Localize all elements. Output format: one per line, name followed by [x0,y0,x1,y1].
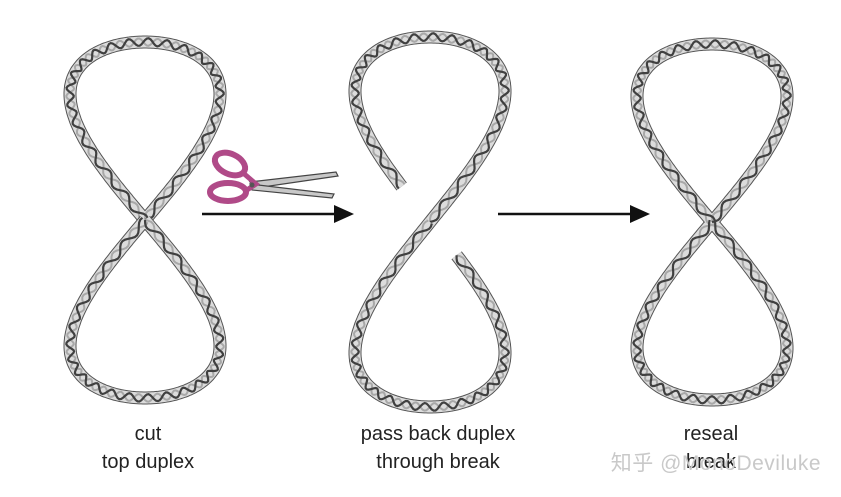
dna-strand-dark [65,216,225,403]
dna-strand-dark [350,223,510,412]
dna-strand-dark [350,32,510,224]
dna-duplex-segment [348,30,512,227]
step-label-line2: break [685,451,737,473]
watermark-text: 知乎 @MonoDeviluke [610,452,821,475]
step-label-line2: top duplex [101,451,195,473]
dna-strand-light [350,219,510,412]
step-label-line1: pass back duplex [360,423,516,445]
step-label-line1: cut [134,423,162,445]
step-label-cut: cut top duplex [28,420,268,476]
dna-duplex-segment [348,217,512,414]
dna-duplex-segment [63,215,227,405]
duplex-outline [348,217,512,414]
duplex-fill [64,216,226,404]
dna-strand-dark [65,37,225,222]
arrow-right-icon [202,205,354,223]
dna-strand-light [65,219,225,403]
duplex-outline [63,215,227,405]
duplex-fill [349,218,511,413]
duplex-outline [348,30,512,227]
dna-strand-light [65,37,225,223]
dna-strand-light [350,32,510,223]
figure-eight-resealed [630,37,794,407]
figure-eight-passed-through [348,30,512,414]
duplex-outline [63,35,227,225]
figure-eight-intact [63,35,227,405]
arrow-right-icon [498,205,650,223]
dna-duplex-segment [630,37,794,407]
duplex-fill [349,31,511,226]
duplex-fill [64,36,226,224]
step-label-line1: reseal [683,423,739,445]
step-label-reseal: reseal break [591,420,831,476]
step-label-pass-back: pass back duplex through break [318,420,558,476]
step-label-line2: through break [376,451,500,473]
scissors-icon [207,149,339,204]
dna-duplex-segment [63,35,227,225]
dna-strand-dark [632,39,792,405]
